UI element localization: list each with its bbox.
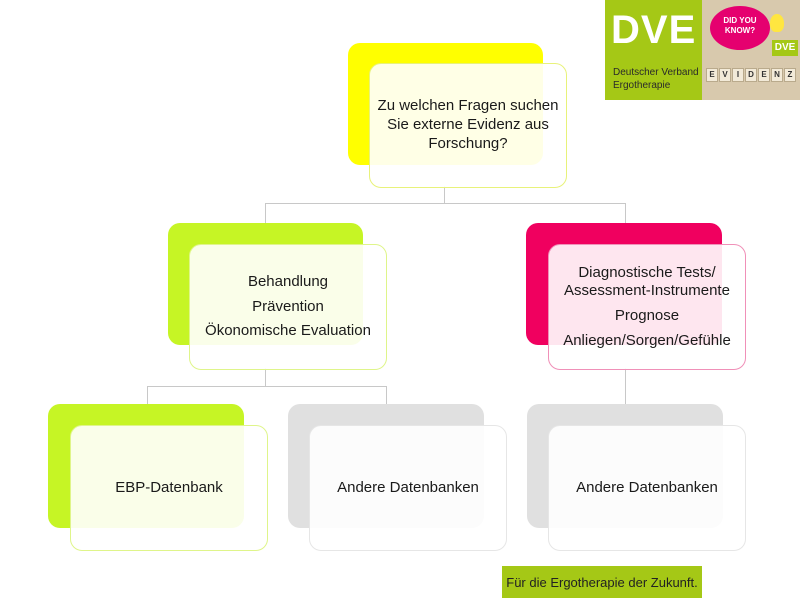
tile: E bbox=[706, 68, 718, 82]
left-line-2: Prävention bbox=[252, 297, 324, 315]
right-line-3: Prognose bbox=[614, 307, 680, 324]
leaf-other-left-label: Andere Datenbanken bbox=[337, 478, 479, 496]
right-line-4: Anliegen/Sorgen/Gefühle bbox=[563, 331, 731, 349]
logo-image-panel: DID YOU KNOW? DVE E V I D E N Z bbox=[702, 0, 800, 100]
right-line-1: Diagnostische Tests/ bbox=[578, 263, 716, 281]
connector-right-down bbox=[625, 368, 626, 404]
bubble-line2: KNOW? bbox=[724, 26, 756, 35]
logo-brand-text: DVE bbox=[611, 8, 697, 52]
connector-left-down bbox=[265, 368, 266, 386]
root-line-2: Sie externe Evidenz aus bbox=[387, 116, 549, 134]
did-you-know-bubble: DID YOU KNOW? bbox=[710, 6, 770, 50]
connector-left-horizontal bbox=[147, 386, 387, 387]
dve-logo: DVE Deutscher Verband Ergotherapie DID Y… bbox=[605, 0, 800, 100]
tile: V bbox=[719, 68, 731, 82]
connector-ebp-up bbox=[147, 386, 148, 404]
left-line-1: Behandlung bbox=[247, 272, 329, 290]
footer-tagline: Für die Ergotherapie der Zukunft. bbox=[502, 566, 702, 598]
connector-root-down bbox=[444, 186, 445, 204]
connector-root-horizontal bbox=[265, 203, 625, 204]
tile: D bbox=[745, 68, 757, 82]
logo-subtitle: Deutscher Verband Ergotherapie bbox=[613, 66, 699, 92]
root-line-1: Zu welchen Fragen suchen bbox=[377, 97, 559, 115]
right-node: Diagnostische Tests/ Assessment-Instrume… bbox=[548, 244, 746, 370]
right-line-2: Assessment-Instrumente bbox=[564, 282, 730, 300]
lightbulb-icon bbox=[770, 14, 784, 32]
leaf-other-right: Andere Datenbanken bbox=[548, 425, 746, 551]
root-line-3: Forschung? bbox=[428, 134, 508, 152]
tile: Z bbox=[784, 68, 796, 82]
tile: E bbox=[758, 68, 770, 82]
logo-subtitle-line1: Deutscher Verband bbox=[613, 67, 699, 78]
leaf-ebp-label: EBP-Datenbank bbox=[115, 478, 223, 496]
leaf-other-right-label: Andere Datenbanken bbox=[576, 478, 718, 496]
logo-brand-panel: DVE Deutscher Verband Ergotherapie bbox=[605, 0, 702, 100]
left-node: Behandlung Prävention Ökonomische Evalua… bbox=[189, 244, 387, 370]
mini-dve-badge: DVE bbox=[772, 40, 798, 56]
root-node: Zu welchen Fragen suchen Sie externe Evi… bbox=[369, 63, 567, 188]
bubble-line1: DID YOU bbox=[723, 16, 757, 25]
evidenz-tiles: E V I D E N Z bbox=[706, 68, 796, 82]
leaf-ebp: EBP-Datenbank bbox=[70, 425, 268, 551]
logo-subtitle-line2: Ergotherapie bbox=[613, 80, 671, 91]
tile: I bbox=[732, 68, 744, 82]
left-line-3: Ökonomische Evaluation bbox=[205, 322, 371, 340]
connector-other-left-up bbox=[386, 386, 387, 404]
connector-right-up bbox=[625, 203, 626, 223]
connector-left-up bbox=[265, 203, 266, 223]
leaf-other-left: Andere Datenbanken bbox=[309, 425, 507, 551]
tile: N bbox=[771, 68, 783, 82]
